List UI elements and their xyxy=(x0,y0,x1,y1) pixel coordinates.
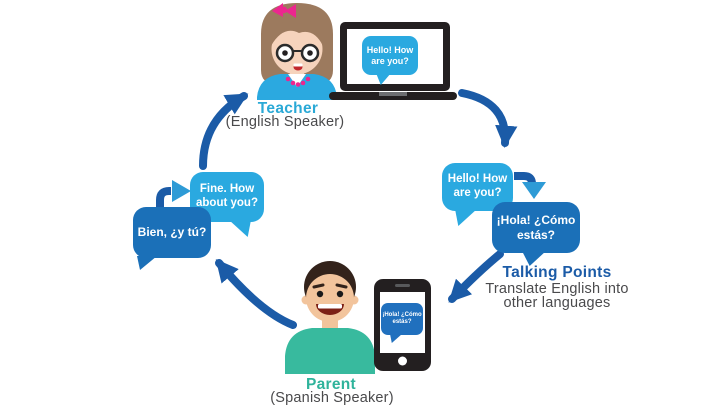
teacher-illustration xyxy=(257,3,337,100)
translate-arrow-left xyxy=(156,180,191,212)
spanish-translation-bubble: ¡Hola! ¿Cómo estás? xyxy=(492,202,580,266)
teacher-label: Teacher xyxy=(257,100,319,117)
bubble-text: ¡Hola! ¿Cómo xyxy=(496,213,576,228)
parent-sublabel: (Spanish Speaker) xyxy=(270,390,394,406)
talking-points-title: Talking Points xyxy=(502,264,612,281)
laptop-speech-bubble: Hello! How are you? xyxy=(362,36,418,85)
bubble-text: about you? xyxy=(196,197,258,209)
bubble-text: are you? xyxy=(453,187,502,199)
arrow-parent-to-reply xyxy=(215,259,297,329)
necklace xyxy=(285,76,311,87)
bubble-text: Fine. How xyxy=(199,183,255,196)
arrow-reply-to-teacher xyxy=(199,92,249,170)
arrow-teacher-to-talkingpoints xyxy=(458,89,518,149)
parent-label: Parent xyxy=(305,376,357,393)
arrow-talkingpoints-to-parent xyxy=(448,250,504,303)
bubble-text: ¡Hola! ¿Cómo xyxy=(382,311,422,318)
bubble-text: estás? xyxy=(392,319,412,325)
bubble-text: estás? xyxy=(516,227,556,242)
bubble-text: Bien, ¿y tú? xyxy=(137,225,207,240)
teacher-sublabel: (English Speaker) xyxy=(225,114,345,130)
hair-bow-icon xyxy=(272,3,296,18)
bubble-text: Hello! How xyxy=(366,44,414,55)
glasses-icon xyxy=(275,43,320,63)
phone-speech-bubble: ¡Hola! ¿Cómo estás? xyxy=(381,303,423,343)
talking-points-line2: other languages xyxy=(503,295,611,311)
bubble-text: are you? xyxy=(371,55,409,66)
parent-illustration xyxy=(285,261,375,374)
translate-arrow-right xyxy=(514,172,546,199)
bubble-text: Hello! How xyxy=(447,173,508,186)
spanish-reply-bubble: Bien, ¿y tú? xyxy=(133,207,211,270)
talking-points-line1: Translate English into xyxy=(485,281,629,297)
bubble-tail xyxy=(390,334,402,343)
